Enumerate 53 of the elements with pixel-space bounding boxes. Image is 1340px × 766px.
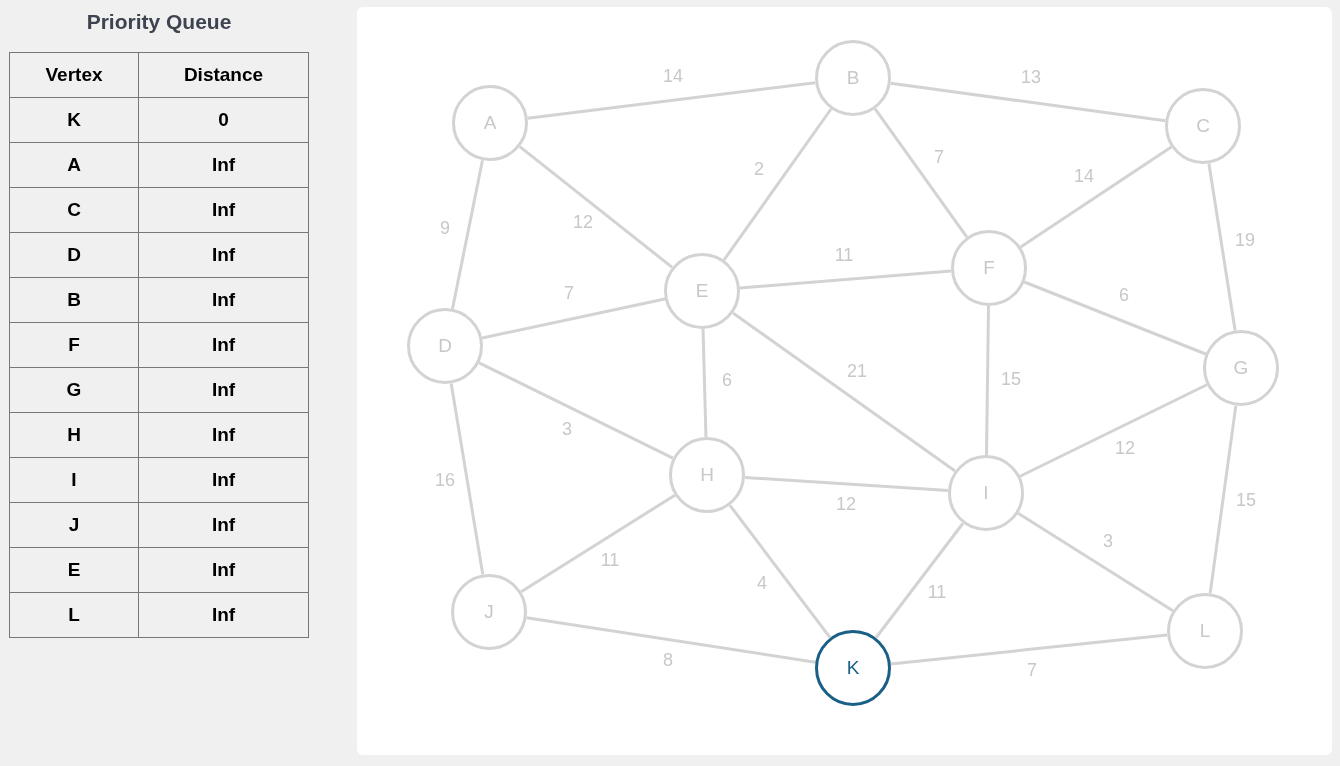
- table-cell: Inf: [138, 367, 309, 413]
- table-cell: 0: [138, 97, 309, 143]
- table-cell: D: [9, 232, 139, 278]
- table-cell: G: [9, 367, 139, 413]
- table-cell: Inf: [138, 142, 309, 188]
- edge-line: [518, 145, 674, 269]
- edge-line: [739, 269, 952, 290]
- edge-line: [722, 108, 833, 261]
- edge-line: [526, 616, 816, 664]
- table-cell: B: [9, 277, 139, 323]
- edge-line: [744, 475, 949, 493]
- table-cell: Inf: [138, 187, 309, 233]
- table-cell: Inf: [138, 412, 309, 458]
- edge-line: [1023, 280, 1207, 356]
- table-cell: C: [9, 187, 139, 233]
- edge-line: [985, 305, 990, 456]
- edge-line: [1208, 405, 1238, 594]
- column-header: Distance: [138, 52, 309, 98]
- table-cell: I: [9, 457, 139, 503]
- vertex-circle: K: [815, 630, 891, 706]
- edge-line: [728, 504, 832, 639]
- edge-line: [527, 81, 816, 120]
- edge-line: [1019, 145, 1173, 249]
- edge-line: [732, 311, 956, 473]
- edge-line: [890, 633, 1168, 666]
- table-cell: Inf: [138, 232, 309, 278]
- edge-line: [520, 493, 676, 594]
- table-cell: Inf: [138, 457, 309, 503]
- table-cell: Inf: [138, 547, 309, 593]
- table-cell: Inf: [138, 502, 309, 548]
- edge-line: [874, 522, 965, 639]
- table-cell: Inf: [138, 592, 309, 638]
- edge-line: [890, 81, 1166, 123]
- edge-line: [1017, 512, 1174, 612]
- edge-line: [449, 383, 485, 575]
- table-cell: A: [9, 142, 139, 188]
- edge-line: [481, 297, 666, 340]
- table-title: Priority Queue: [85, 10, 233, 34]
- edge-line: [1019, 383, 1208, 478]
- table-cell: E: [9, 547, 139, 593]
- table-cell: Inf: [138, 277, 309, 323]
- edge-line: [1207, 163, 1237, 331]
- edge-line: [873, 108, 969, 238]
- column-header: Vertex: [9, 52, 139, 98]
- table-cell: K: [9, 97, 139, 143]
- edge-line: [701, 328, 708, 438]
- edge-line: [451, 159, 484, 310]
- table-cell: Inf: [138, 322, 309, 368]
- table-cell: J: [9, 502, 139, 548]
- table-cell: F: [9, 322, 139, 368]
- edge-line: [478, 361, 674, 460]
- table-cell: L: [9, 592, 139, 638]
- table-cell: H: [9, 412, 139, 458]
